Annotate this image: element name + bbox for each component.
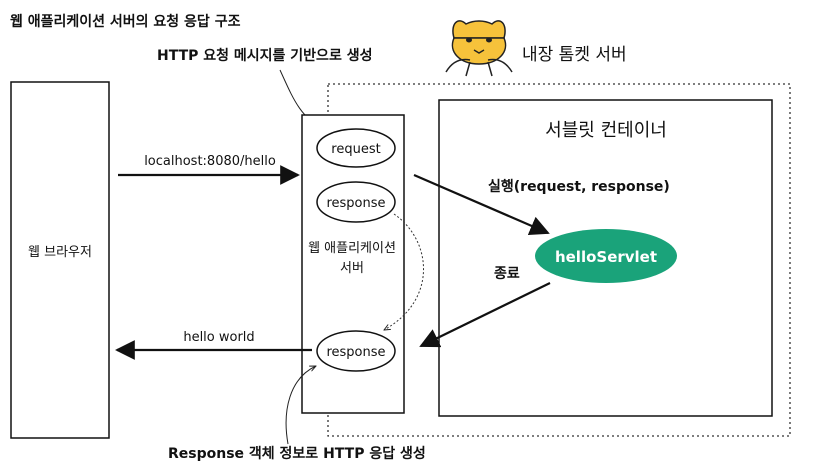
end-arrow [419,282,551,348]
request-object [316,128,396,168]
browser-label: 웹 브라우저 [28,245,92,260]
annotation-response-created: Response 객체 정보로 HTTP 응답 생성 [168,445,426,462]
execute-arrow [413,173,550,236]
request-url-label: localhost:8080/hello [144,154,276,169]
was-label-line1: 웹 애플리케이션 [308,241,396,256]
tomcat-server-label: 내장 톰켓 서버 [522,45,627,65]
response-transfer-dotted-arrow [384,213,424,330]
end-label: 종료 [494,266,520,282]
servlet-container-title: 서블릿 컨테이너 [545,120,667,141]
annotation-bottom-pointer [285,366,316,445]
response-object-top [316,181,396,223]
annotation-request-created: HTTP 요청 메시지를 기반으로 생성 [157,47,372,64]
response-body-label: hello world [183,330,254,345]
response-object-bottom [316,330,396,372]
request-object-label: request [331,142,380,157]
hello-servlet-node [535,229,677,283]
response-object-top-label: response [326,196,385,211]
execute-label: 실행(request, response) [488,179,670,195]
was-label-line2: 서버 [340,261,364,276]
browser-box [10,81,110,439]
hello-servlet-label: helloServlet [555,248,657,266]
tomcat-logo-icon [445,20,513,77]
response-object-bottom-label: response [326,345,385,360]
page-title: 웹 애플리케이션 서버의 요청 응답 구조 [10,13,241,30]
